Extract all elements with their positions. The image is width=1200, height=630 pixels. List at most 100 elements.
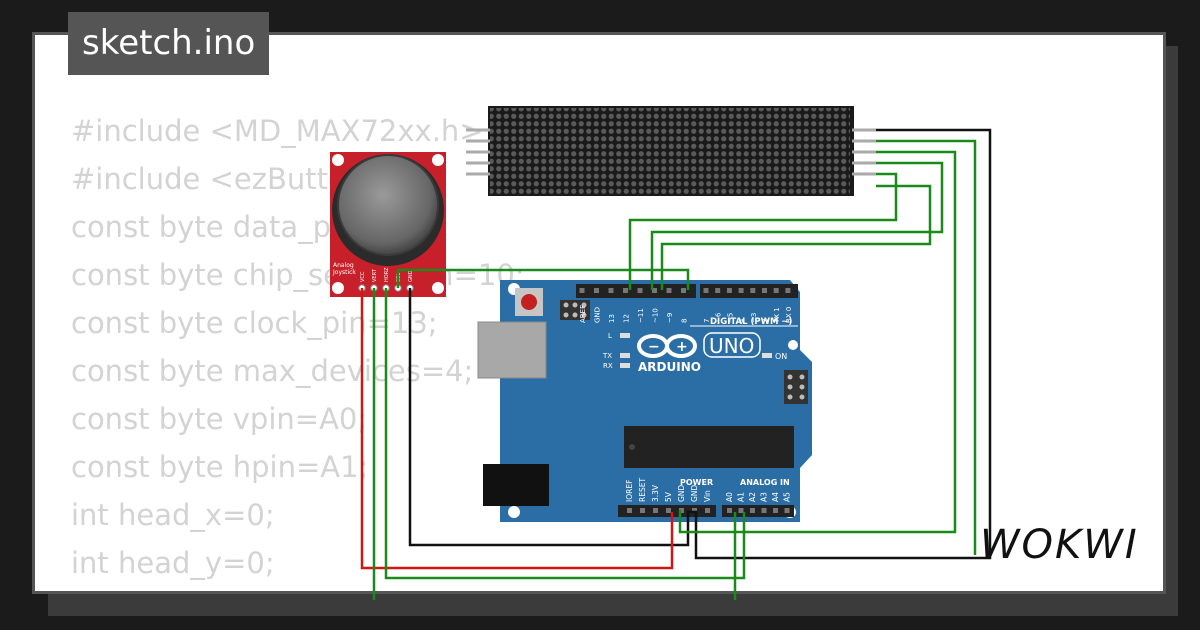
digital-label: DIGITAL (PWM ~) [710, 317, 792, 327]
code-line: const byte vpin=A0; [71, 402, 368, 436]
wires [360, 128, 992, 600]
digital-pin[interactable] [726, 288, 732, 293]
icsp-header-right [784, 370, 808, 404]
digital-pin[interactable] [715, 288, 721, 293]
power-pin-label: GND [690, 485, 699, 502]
joystick-label-top: Analog [333, 262, 354, 269]
analog-pin[interactable] [727, 508, 732, 513]
digital-pin[interactable] [652, 288, 657, 293]
digital-pin-label: ~10 [652, 308, 660, 323]
power-pin-label: IOREF [625, 480, 634, 502]
digital-pin-label: AREF [579, 305, 587, 323]
file-title[interactable]: sketch.ino [68, 12, 270, 75]
analog-pin-label: A5 [783, 492, 792, 502]
svg-text:L: L [608, 332, 612, 340]
uno-badge [703, 332, 761, 358]
digital-pin[interactable] [785, 288, 791, 293]
arduino-brand: ARDUINO [638, 360, 701, 374]
wire-green-10 [660, 184, 932, 290]
power-pin-label: 5V [664, 491, 673, 502]
wokwi-logo: WOKWI [980, 522, 1139, 568]
code-line: #include <MD_MAX72xx.h> [71, 114, 484, 148]
analog-pin[interactable] [738, 508, 744, 513]
wire-black-gnd [408, 128, 992, 560]
digital-pin[interactable] [637, 288, 643, 293]
digital-pin[interactable] [594, 288, 599, 293]
analog-pin-label: A4 [771, 492, 780, 502]
code-listing: #include <MD_MAX72xx.h>#include <ezButto… [71, 107, 525, 591]
digital-pin[interactable] [623, 288, 628, 293]
power-pin[interactable] [627, 508, 632, 513]
power-label: POWER [680, 478, 713, 487]
on-label: ON [775, 352, 787, 361]
digital-pin-label: ~11 [637, 308, 645, 323]
power-pin[interactable] [692, 508, 697, 513]
wire-green-vcc [650, 161, 944, 290]
digital-pin-label: ~9 [666, 313, 674, 323]
analog-pin[interactable] [773, 508, 778, 513]
code-line: int head_x=0; [71, 498, 275, 532]
arduino-logo [637, 334, 697, 358]
digital-pin[interactable] [738, 288, 744, 293]
digital-pin-label: 4 [738, 318, 746, 323]
joystick-pin-label: HORZ [384, 267, 390, 282]
analog-pin[interactable] [761, 508, 767, 513]
digital-pin-label: 8 [681, 319, 689, 323]
digital-pin-label: 7 [703, 319, 711, 323]
digital-pin-label: TX 1 [773, 307, 781, 324]
digital-pin-label: ~3 [750, 313, 758, 323]
wire-green-din [876, 139, 977, 555]
digital-pin-label: 2 [762, 319, 770, 323]
code-line: const byte clock_pin=13; [71, 306, 438, 340]
led-matrix[interactable] [466, 106, 876, 196]
code-line: const byte chip_select_pin=10; [71, 258, 525, 292]
wire-green-vert [372, 288, 737, 600]
digital-pin[interactable] [750, 288, 756, 293]
digital-pin-label: 12 [623, 314, 631, 323]
power-jack [483, 464, 549, 506]
digital-pin[interactable] [703, 288, 709, 293]
power-pin[interactable] [640, 508, 645, 513]
digital-header [576, 284, 696, 298]
analog-pin[interactable] [750, 508, 755, 513]
digital-pin-label: RX 0 [785, 307, 793, 323]
power-pin-label: 3.3V [651, 484, 660, 502]
joystick-label-bottom: Joystick [332, 269, 356, 276]
power-pin[interactable] [653, 508, 658, 513]
svg-text:−: − [648, 339, 660, 355]
wire-green-horz [384, 288, 746, 580]
wire-red-vcc [360, 288, 674, 570]
power-pin[interactable] [705, 508, 710, 513]
digital-pin[interactable] [608, 288, 614, 293]
power-pin-label: RESET [638, 478, 647, 502]
joystick-pin-label: GND [408, 270, 414, 282]
digital-pin[interactable] [681, 288, 686, 293]
power-pin[interactable] [666, 508, 671, 513]
digital-pin-label: ~5 [726, 313, 734, 323]
power-pin-label: Vin [703, 490, 712, 502]
svg-text:RX: RX [603, 362, 613, 370]
digital-pin[interactable] [666, 288, 672, 293]
digital-pin-label: ~6 [715, 312, 723, 323]
svg-text:+: + [676, 339, 688, 355]
analog-pin-label: A1 [737, 492, 746, 502]
digital-pin[interactable] [773, 288, 779, 293]
digital-pin-label: 13 [608, 314, 616, 323]
analog-pin[interactable] [784, 508, 790, 513]
code-line: int head_y=0; [71, 546, 275, 580]
analog-label: ANALOG IN [740, 478, 790, 487]
code-line: const byte max_devices=4; [71, 354, 474, 388]
analog-pin-label: A2 [748, 492, 757, 502]
digital-pin[interactable] [579, 288, 585, 293]
microcontroller-chip [624, 426, 794, 468]
power-pin[interactable] [679, 508, 684, 513]
digital-pin[interactable] [762, 288, 767, 293]
wire-green-sel [396, 268, 690, 290]
power-pin-label: GND [677, 485, 686, 502]
analog-header [722, 505, 794, 517]
wire-green-clk [628, 172, 898, 290]
